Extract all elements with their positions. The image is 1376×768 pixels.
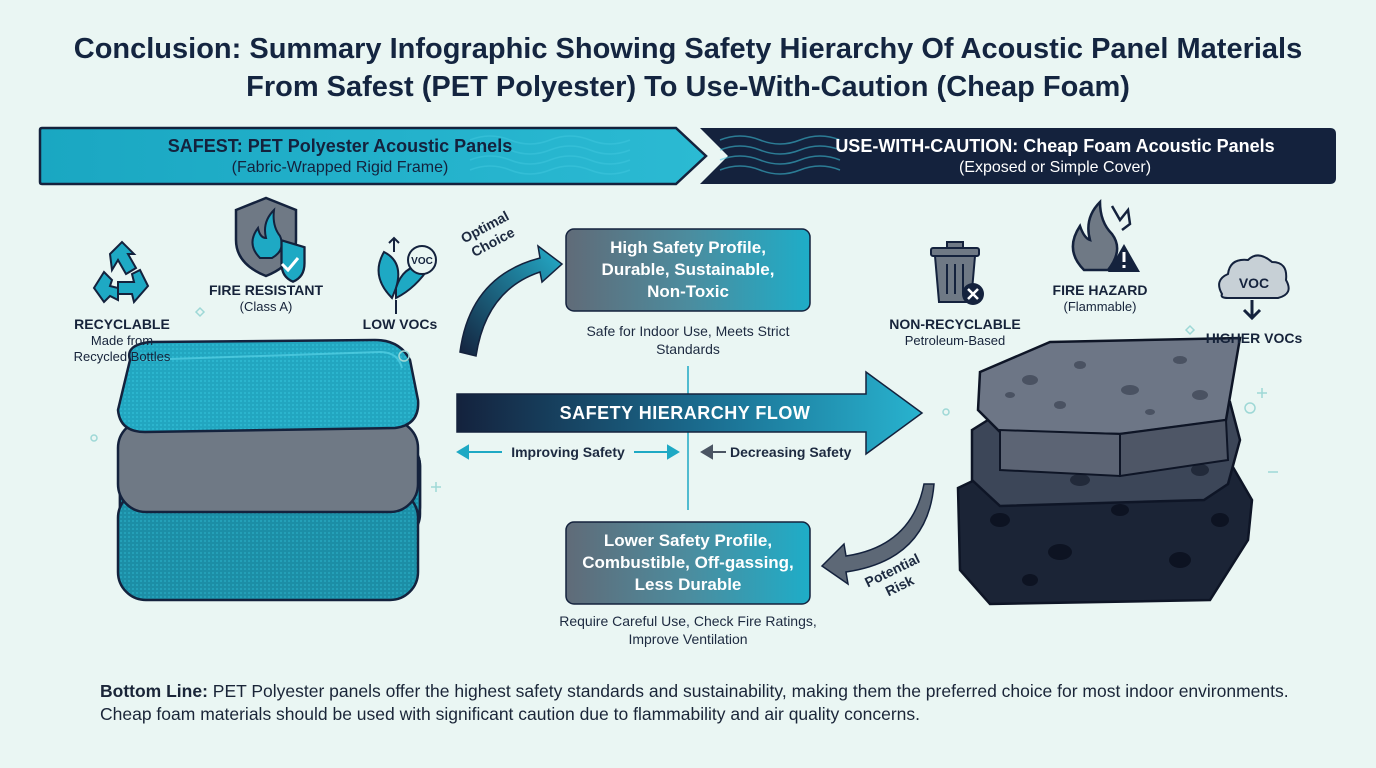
banner-left-title: SAFEST: PET Polyester Acoustic Panels [167,136,513,156]
bottom-line-text: PET Polyester panels offer the highest s… [100,681,1289,724]
recyclable-title: RECYCLABLE [74,316,170,332]
fire-hazard-label: FIRE HAZARD (Flammable) [1040,282,1160,315]
low-voc-label: LOW VOCs [345,316,455,333]
banner-right-subtitle: (Exposed or Simple Cover) [958,159,1152,176]
trash-can-icon [930,241,984,305]
low-safety-text: Lower Safety Profile, Combustible, Off-g… [582,531,794,594]
recyclable-subtitle: Made from Recycled Bottles [73,333,171,364]
foam-panel-stack [956,336,1254,606]
high-safety-text: High Safety Profile, Durable, Sustainabl… [601,238,775,301]
recycle-icon [92,240,150,305]
fire-hazard-title: FIRE HAZARD [1052,282,1148,298]
banner [38,126,1336,186]
decreasing-safety-label: Decreasing Safety [730,444,852,460]
low-safety-box [565,521,811,605]
foam-voc-badge: VOC [1239,275,1269,291]
banner-right: USE-WITH-CAUTION: Cheap Foam Acoustic Pa… [760,135,1350,179]
pet-panel-middle [116,418,420,514]
non-recyclable-label: NON-RECYCLABLE Petroleum-Based [880,316,1030,349]
low-safety-note: Require Careful Use, Check Fire Ratings,… [559,613,817,647]
higher-voc-label: HIGHER VOCs [1194,330,1314,347]
shield-flame-icon [234,196,306,283]
pet-panel-top [116,338,420,434]
safety-flow-label: SAFETY HIERARCHY FLOW [559,403,811,423]
decor-sparkles [90,306,1278,492]
banner-left-shape [38,126,708,186]
pet-panel-stack [116,338,422,602]
fire-resistant-label: FIRE RESISTANT (Class A) [196,282,336,315]
voc-cloud-icon [1218,254,1290,321]
bottom-line-label: Bottom Line: [100,681,208,701]
improving-safety-label: Improving Safety [511,444,625,460]
potential-risk-arrow [820,483,935,586]
improving-safety-arrows [456,444,680,460]
decreasing-safety-arrow [700,444,726,460]
leaf-voc-icon [377,236,437,314]
fire-hazard-icon [1071,198,1140,272]
banner-right-title: USE-WITH-CAUTION: Cheap Foam Acoustic Pa… [835,136,1275,156]
banner-left: SAFEST: PET Polyester Acoustic Panels (F… [60,135,620,179]
fire-resistant-title: FIRE RESISTANT [208,282,324,298]
banner-right-shape [700,128,1336,184]
high-safety-box [565,228,811,312]
higher-voc-title: HIGHER VOCs [1205,330,1303,346]
page-title: Conclusion: Summary Infographic Showing … [73,33,1303,103]
foam-panel-top [976,336,1242,436]
bottom-line: Bottom Line: PET Polyester panels offer … [100,680,1290,726]
banner-wave-decor [469,135,841,175]
high-safety-note: Safe for Indoor Use, Meets Strict Standa… [586,323,790,357]
banner-left-subtitle: (Fabric-Wrapped Rigid Frame) [231,159,449,176]
recyclable-label: RECYCLABLE Made from Recycled Bottles [52,316,192,365]
safety-flow-arrow [456,370,924,456]
non-recyclable-title: NON-RECYCLABLE [889,316,1021,332]
pet-voc-badge: VOC [411,256,433,267]
fire-hazard-subtitle: (Flammable) [1063,299,1137,314]
fire-resistant-subtitle: (Class A) [239,299,293,314]
low-voc-title: LOW VOCs [362,316,438,332]
non-recyclable-subtitle: Petroleum-Based [904,333,1006,348]
optimal-choice-arrow [459,244,564,357]
